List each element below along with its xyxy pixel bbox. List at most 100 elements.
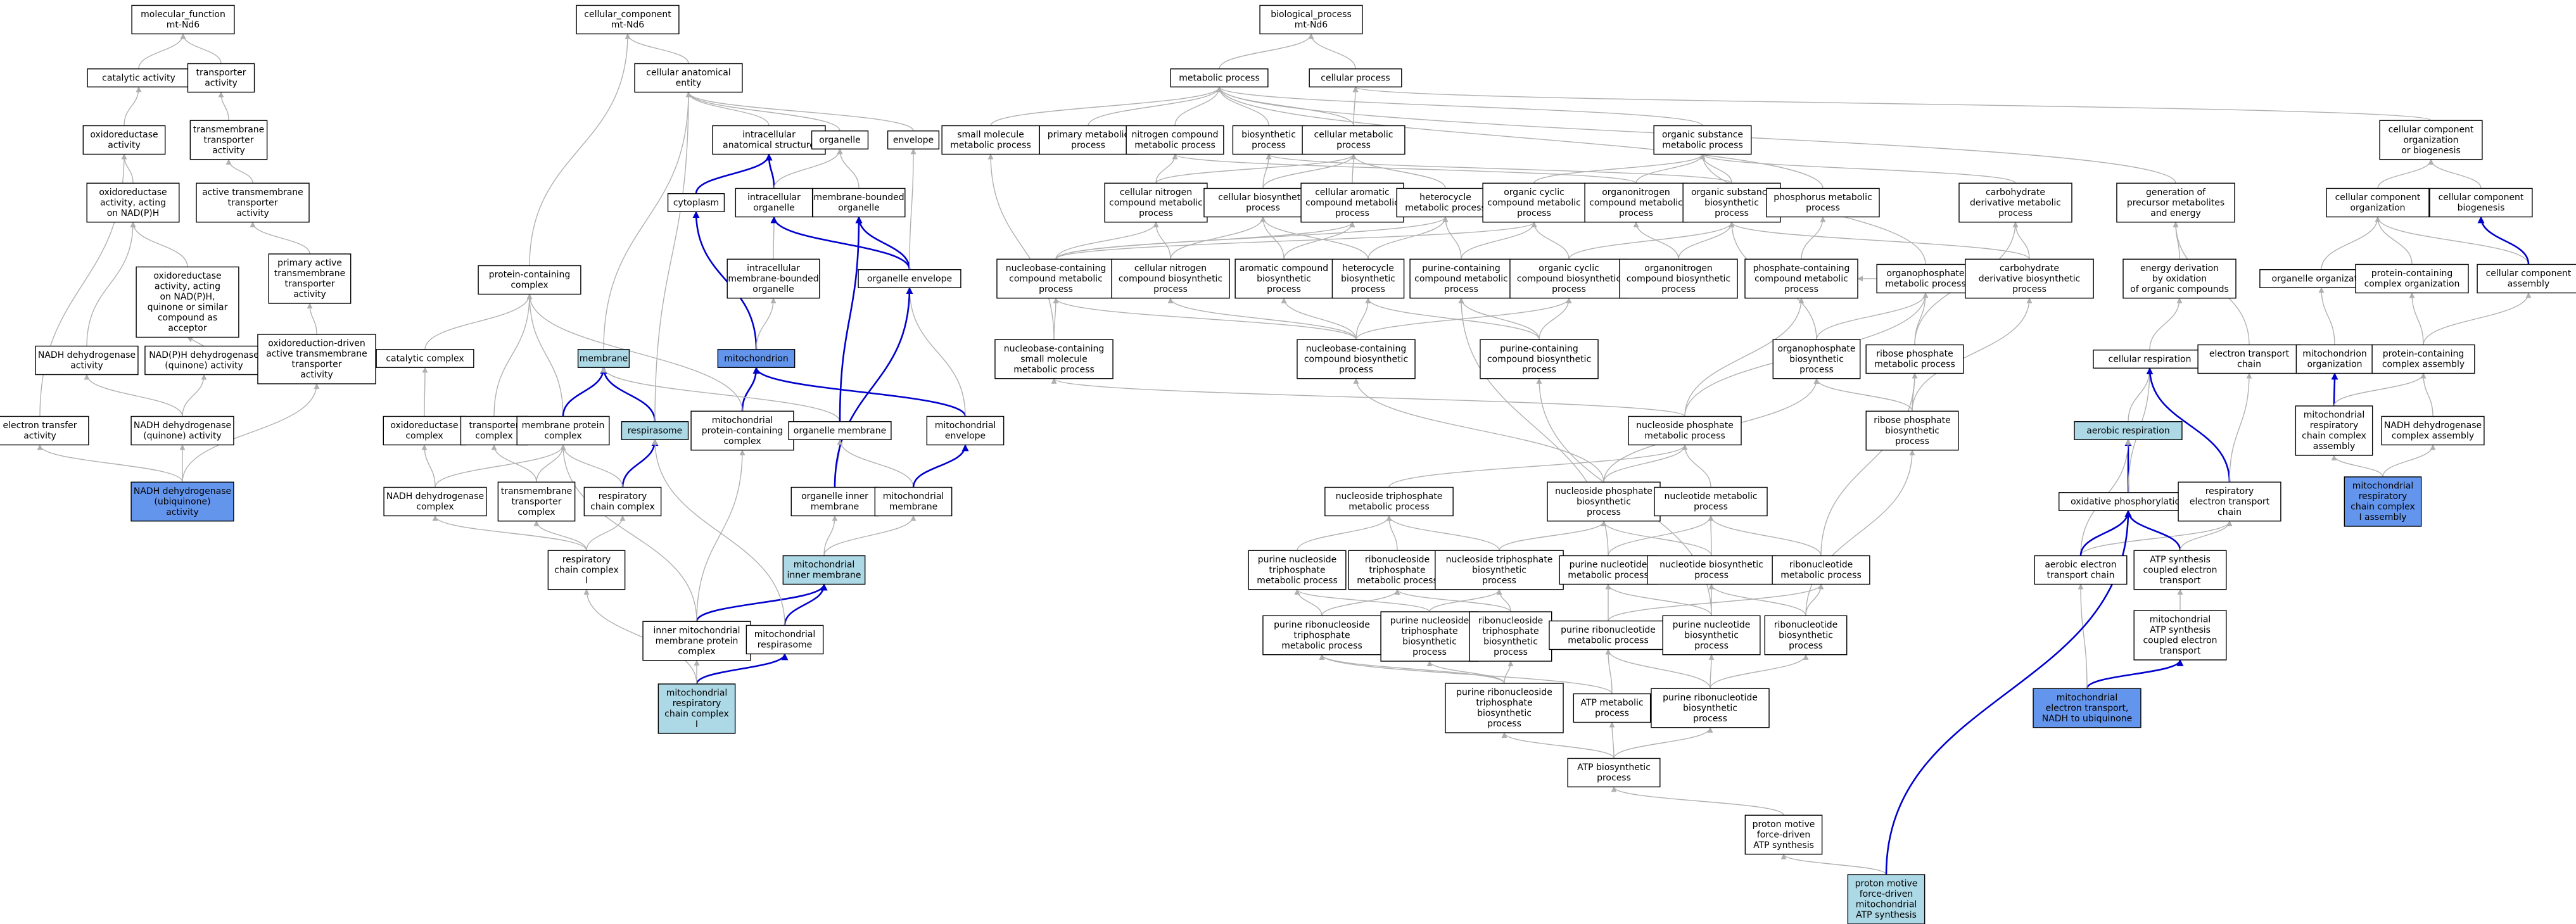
go-term-node-org-memb[interactable]: organelle membrane bbox=[788, 421, 892, 440]
go-term-node-cell-resp[interactable]: cellular respiration bbox=[2093, 350, 2207, 369]
go-term-node-pm-mito-atp[interactable]: proton motiveforce-drivenmitochondrialAT… bbox=[1847, 874, 1926, 924]
go-term-node-ribonts-biosynth[interactable]: ribonucleosidetriphosphatebiosyntheticpr… bbox=[1469, 611, 1552, 662]
go-term-node-purine-ribonts-biosynth[interactable]: purine ribonucleosidetriphosphatebiosynt… bbox=[1445, 683, 1564, 733]
go-term-node-aerobic-resp[interactable]: aerobic respiration bbox=[2074, 421, 2183, 440]
go-term-node-respirasome[interactable]: respirasome bbox=[621, 421, 689, 440]
go-term-node-envelope[interactable]: envelope bbox=[887, 130, 940, 149]
go-term-node-organelle[interactable]: organelle bbox=[811, 130, 869, 149]
go-term-node-oxphos[interactable]: oxidative phosphorylation bbox=[2059, 492, 2198, 511]
go-term-node-membrane[interactable]: membrane bbox=[577, 349, 630, 368]
go-term-node-cellproc[interactable]: cellular process bbox=[1309, 68, 1402, 87]
go-term-node-nts-biosynth[interactable]: nucleoside triphosphatebiosyntheticproce… bbox=[1435, 550, 1564, 590]
go-term-node-nadph-dh-q[interactable]: NAD(P)H dehydrogenase(quinone) activity bbox=[144, 345, 263, 376]
go-term-node-nadh-dh-ubi[interactable]: NADH dehydrogenase(ubiquinone)activity bbox=[130, 481, 234, 522]
go-term-node-mito[interactable]: mitochondrion bbox=[717, 349, 796, 368]
go-term-node-catalytic[interactable]: catalytic activity bbox=[87, 68, 191, 87]
go-term-node-prim-act[interactable]: primary activetransmembranetransporterac… bbox=[268, 253, 352, 304]
go-term-node-metab[interactable]: metabolic process bbox=[1170, 68, 1269, 87]
go-term-node-purine-nts-biosynth[interactable]: purine nucleosidetriphosphatebiosyntheti… bbox=[1380, 611, 1479, 662]
go-term-node-cytoplasm[interactable]: cytoplasm bbox=[667, 193, 725, 212]
go-term-node-org-env[interactable]: organelle envelope bbox=[858, 269, 961, 288]
go-term-node-purine-ribonts-metab[interactable]: purine ribonucleosidetriphosphatemetabol… bbox=[1262, 615, 1381, 655]
go-term-node-catal-cplx[interactable]: catalytic complex bbox=[376, 349, 474, 368]
